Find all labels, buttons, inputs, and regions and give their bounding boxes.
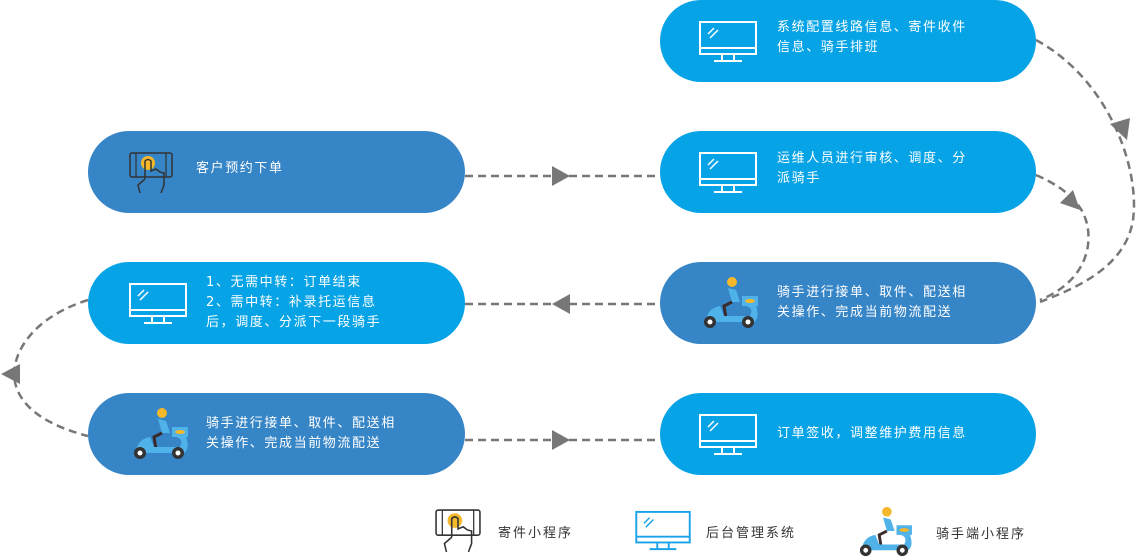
monitor-icon — [635, 510, 691, 551]
arrowhead-n5-n6 — [1, 364, 20, 384]
phone-tap-icon — [129, 152, 173, 194]
legend-item-rider-program: 骑手端小程序 — [852, 506, 1026, 558]
scooter-rider-icon — [134, 408, 188, 459]
arrowhead-n4-n5 — [552, 294, 570, 314]
node-label: 骑手进行接单、取件、配送相 关操作、完成当前物流配送 — [206, 416, 396, 451]
node-rider-delivery-2: 骑手进行接单、取件、配送相 关操作、完成当前物流配送 — [88, 393, 465, 475]
arrowhead-n6-n7 — [552, 430, 570, 450]
arrowhead-n3-n4 — [1060, 190, 1080, 210]
node-customer-order: 客户预约下单 — [88, 131, 465, 213]
node-label: 运维人员进行审核、调度、分 派骑手 — [777, 151, 967, 186]
phone-tap-icon — [435, 509, 481, 553]
legend-label: 骑手端小程序 — [936, 526, 1027, 542]
node-label: 客户预约下单 — [196, 161, 284, 176]
scooter-rider-icon — [704, 277, 758, 328]
connector-n1-to-n4 — [1035, 38, 1136, 304]
legend-label: 后台管理系统 — [706, 525, 797, 541]
node-label: 骑手进行接单、取件、配送相 关操作、完成当前物流配送 — [777, 285, 967, 320]
monitor-icon — [129, 283, 187, 324]
node-system-config: 系统配置线路信息、寄件收件 信息、骑手排班 — [660, 0, 1036, 82]
legend-item-admin-system: 后台管理系统 — [634, 510, 796, 552]
node-order-signed: 订单签收，调整维护费用信息 — [660, 393, 1036, 475]
connector-n3-to-n4 — [1035, 173, 1090, 302]
arrowhead-n1-n4 — [1110, 118, 1130, 140]
node-rider-delivery-1: 骑手进行接单、取件、配送相 关操作、完成当前物流配送 — [660, 262, 1036, 344]
legend-label: 寄件小程序 — [498, 525, 574, 541]
node-label: 1、无需中转：订单结束 2、需中转：补录托运信息 后，调度、分派下一段骑手 — [206, 275, 382, 330]
node-ops-review: 运维人员进行审核、调度、分 派骑手 — [660, 131, 1036, 213]
arrowhead-n2-n3 — [552, 166, 570, 186]
connector-n5-to-n6 — [12, 298, 89, 438]
monitor-icon — [699, 414, 757, 455]
scooter-rider-icon — [859, 506, 912, 557]
node-transfer-decision: 1、无需中转：订单结束 2、需中转：补录托运信息 后，调度、分派下一段骑手 — [88, 262, 465, 344]
node-label: 订单签收，调整维护费用信息 — [777, 426, 967, 441]
legend-item-mini-program: 寄件小程序 — [432, 508, 573, 554]
node-label: 系统配置线路信息、寄件收件 信息、骑手排班 — [777, 20, 967, 55]
monitor-icon — [699, 21, 757, 62]
monitor-icon — [699, 152, 757, 193]
